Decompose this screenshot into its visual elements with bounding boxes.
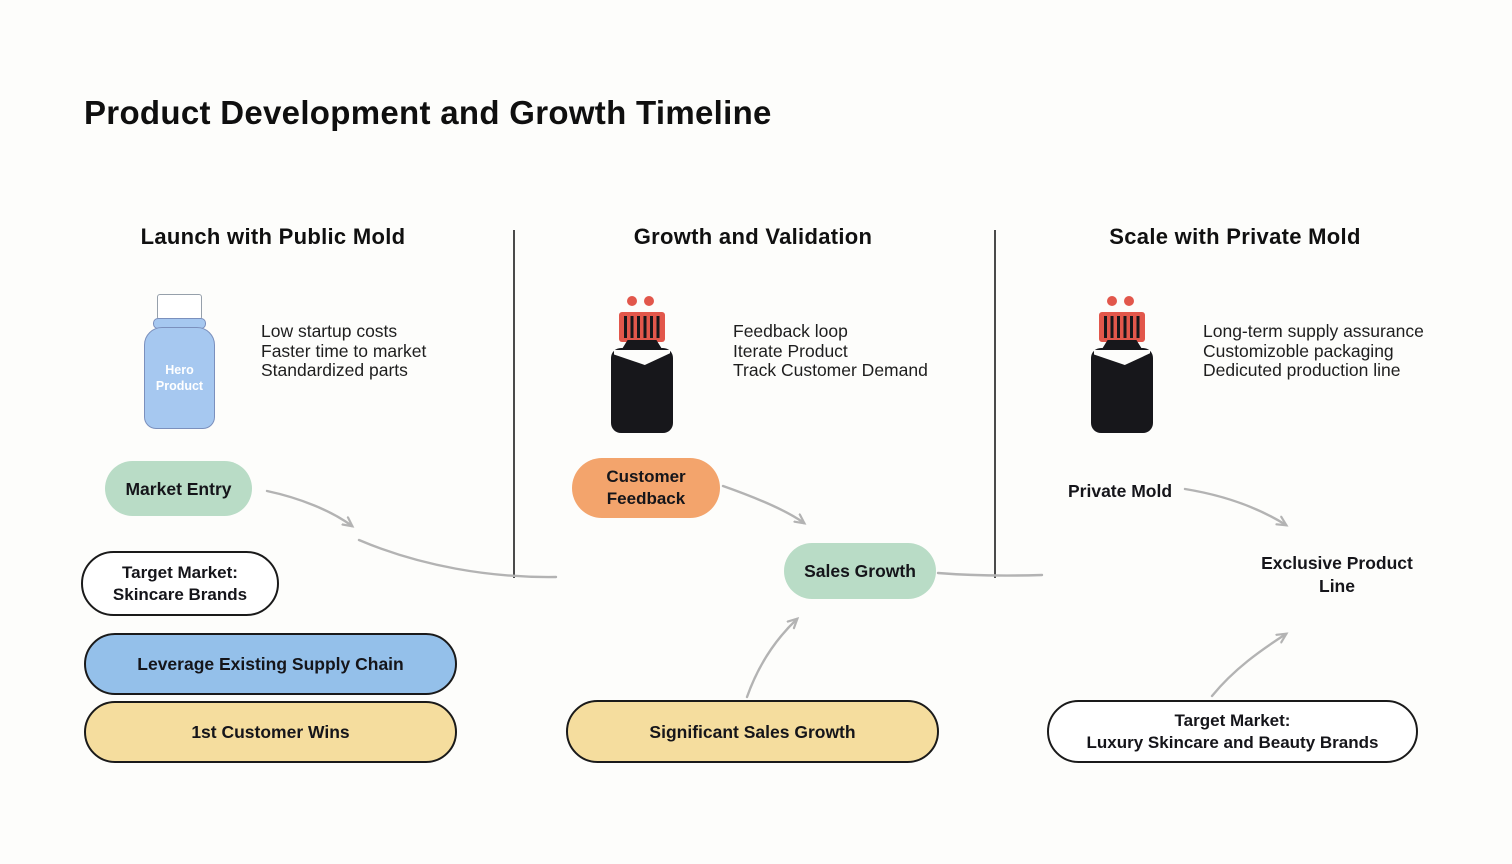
bottle-body — [1091, 348, 1153, 433]
bottle-neck — [1102, 340, 1142, 349]
significant-sales-growth-pill: Significant Sales Growth — [566, 700, 939, 763]
customer-feedback-arrow — [721, 484, 804, 523]
bottle-body — [611, 348, 673, 433]
bottle-label-line2: Product — [155, 379, 204, 393]
bottle-body: Hero Product — [144, 327, 215, 429]
list-item: Dedicuted production line — [1203, 360, 1401, 381]
timeline-sweep-curve — [357, 538, 558, 579]
sparkle-dot-icon — [1124, 296, 1134, 306]
list-item: Track Customer Demand — [733, 360, 928, 381]
list-item: Faster time to market — [261, 340, 427, 361]
market-entry-pill: Market Entry — [105, 461, 252, 516]
growth-benefits-list: Feedback loop Iterate Product Track Cust… — [733, 321, 928, 381]
sales-growth-connector — [936, 571, 1044, 577]
target-market-luxury-pill: Target Market: Luxury Skincare and Beaut… — [1047, 700, 1418, 763]
column-divider-1 — [513, 230, 515, 578]
ribbed-cap-icon — [1099, 312, 1145, 342]
hero-product-bottle-icon: Hero Product — [144, 294, 215, 432]
market-entry-arrow — [265, 489, 352, 526]
sparkle-dot-icon — [1107, 296, 1117, 306]
private-mold-arrow — [1183, 487, 1286, 525]
black-bottle-icon — [1091, 296, 1153, 436]
scale-benefits-list: Long-term supply assurance Customizoble … — [1203, 321, 1424, 381]
ribbed-cap-icon — [619, 312, 665, 342]
column-header-launch: Launch with Public Mold — [140, 224, 406, 249]
target-market-arrow — [1210, 634, 1286, 698]
list-item: Feedback loop — [733, 321, 848, 341]
sparkle-dot-icon — [644, 296, 654, 306]
sales-growth-pill: Sales Growth — [784, 543, 936, 599]
list-item: Long-term supply assurance — [1203, 321, 1424, 341]
list-item: Standardized parts — [261, 360, 408, 381]
target-market-skincare-pill: Target Market: Skincare Brands — [81, 551, 279, 616]
list-item: Low startup costs — [261, 321, 398, 341]
column-header-scale: Scale with Private Mold — [1109, 224, 1361, 249]
significant-growth-arrow — [745, 619, 797, 699]
list-item: Customizoble packaging — [1203, 340, 1394, 361]
customer-feedback-pill: Customer Feedback — [572, 458, 720, 518]
page-title: Product Development and Growth Timeline — [84, 94, 772, 131]
bottle-neck — [622, 340, 662, 349]
private-mold-label: Private Mold — [1068, 481, 1173, 501]
first-customer-wins-pill: 1st Customer Wins — [84, 701, 457, 763]
column-divider-2 — [994, 230, 996, 578]
leverage-supply-chain-pill: Leverage Existing Supply Chain — [84, 633, 457, 695]
column-header-growth: Growth and Validation — [633, 224, 873, 249]
black-bottle-icon — [611, 296, 673, 436]
list-item: Iterate Product — [733, 340, 848, 361]
sparkle-dot-icon — [627, 296, 637, 306]
bottle-label-line1: Hero — [165, 362, 194, 377]
launch-benefits-list: Low startup costs Faster time to market … — [261, 321, 427, 381]
exclusive-product-line-label: Exclusive Product Line — [1261, 553, 1413, 596]
